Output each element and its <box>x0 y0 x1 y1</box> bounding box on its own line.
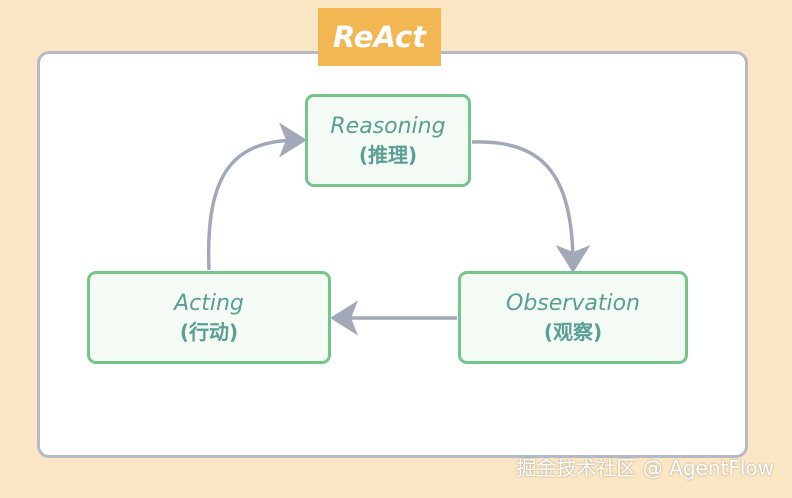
node-acting-sublabel: (行动) <box>179 319 239 344</box>
diagram-title: ReAct <box>318 8 441 66</box>
node-acting: Acting (行动) <box>87 271 331 364</box>
node-reasoning-sublabel: (推理) <box>358 142 418 167</box>
node-reasoning-label: Reasoning <box>330 114 446 140</box>
edge-acting-to-reasoning <box>206 122 307 271</box>
watermark: 掘金技术社区 @ AgentFlow <box>516 456 774 480</box>
node-observation: Observation (观察) <box>458 271 688 364</box>
node-reasoning: Reasoning (推理) <box>305 94 471 187</box>
node-observation-sublabel: (观察) <box>543 319 603 344</box>
node-observation-label: Observation <box>506 291 640 317</box>
node-acting-label: Acting <box>174 291 244 317</box>
edge-reasoning-to-observation <box>471 140 591 273</box>
